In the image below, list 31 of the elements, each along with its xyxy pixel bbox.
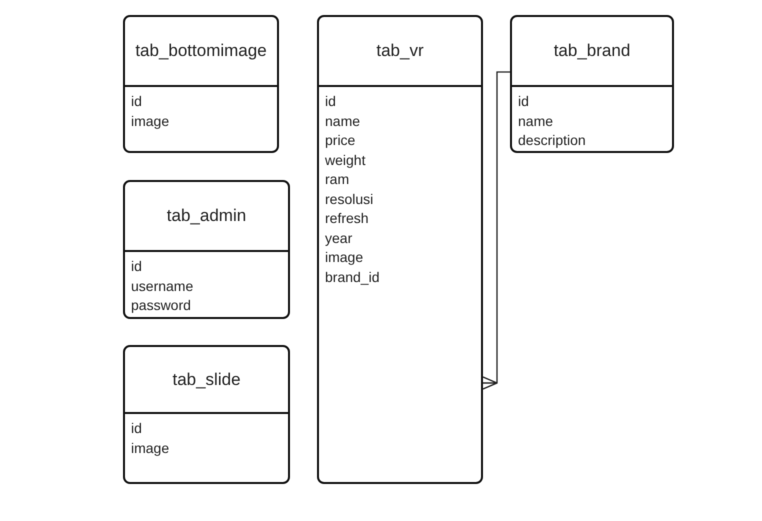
field-name: image [131, 438, 170, 458]
field-name: image [325, 248, 364, 267]
field-name: ram [325, 170, 350, 189]
field-name: name [518, 112, 554, 130]
field-name: image [131, 112, 170, 131]
table-box [317, 15, 483, 484]
table-box [123, 345, 290, 484]
field-name: password [131, 296, 191, 315]
field-name: weight [325, 150, 366, 170]
table-box [123, 15, 279, 153]
table-box [510, 15, 674, 153]
field-name: username [131, 276, 194, 296]
field-name: refresh [325, 209, 369, 228]
table-name: tab_slide [172, 370, 241, 390]
table-box [123, 180, 290, 319]
table-name: tab_admin [166, 206, 246, 226]
field-name: description [518, 131, 586, 150]
table-name: tab_bottomimage [135, 41, 267, 61]
field-name: year [325, 228, 352, 248]
table-name: tab_vr [376, 41, 424, 61]
field-name: id [325, 92, 336, 111]
field-name: brand_id [325, 268, 380, 287]
field-name: id [131, 257, 142, 276]
field-name: id [518, 92, 529, 111]
field-name: name [325, 112, 360, 130]
field-name: id [131, 92, 142, 111]
relationship-line [482, 71, 510, 390]
field-name: id [131, 419, 142, 438]
table-name: tab_brand [554, 41, 630, 61]
field-name: price [325, 131, 356, 150]
field-name: resolusi [325, 190, 374, 208]
